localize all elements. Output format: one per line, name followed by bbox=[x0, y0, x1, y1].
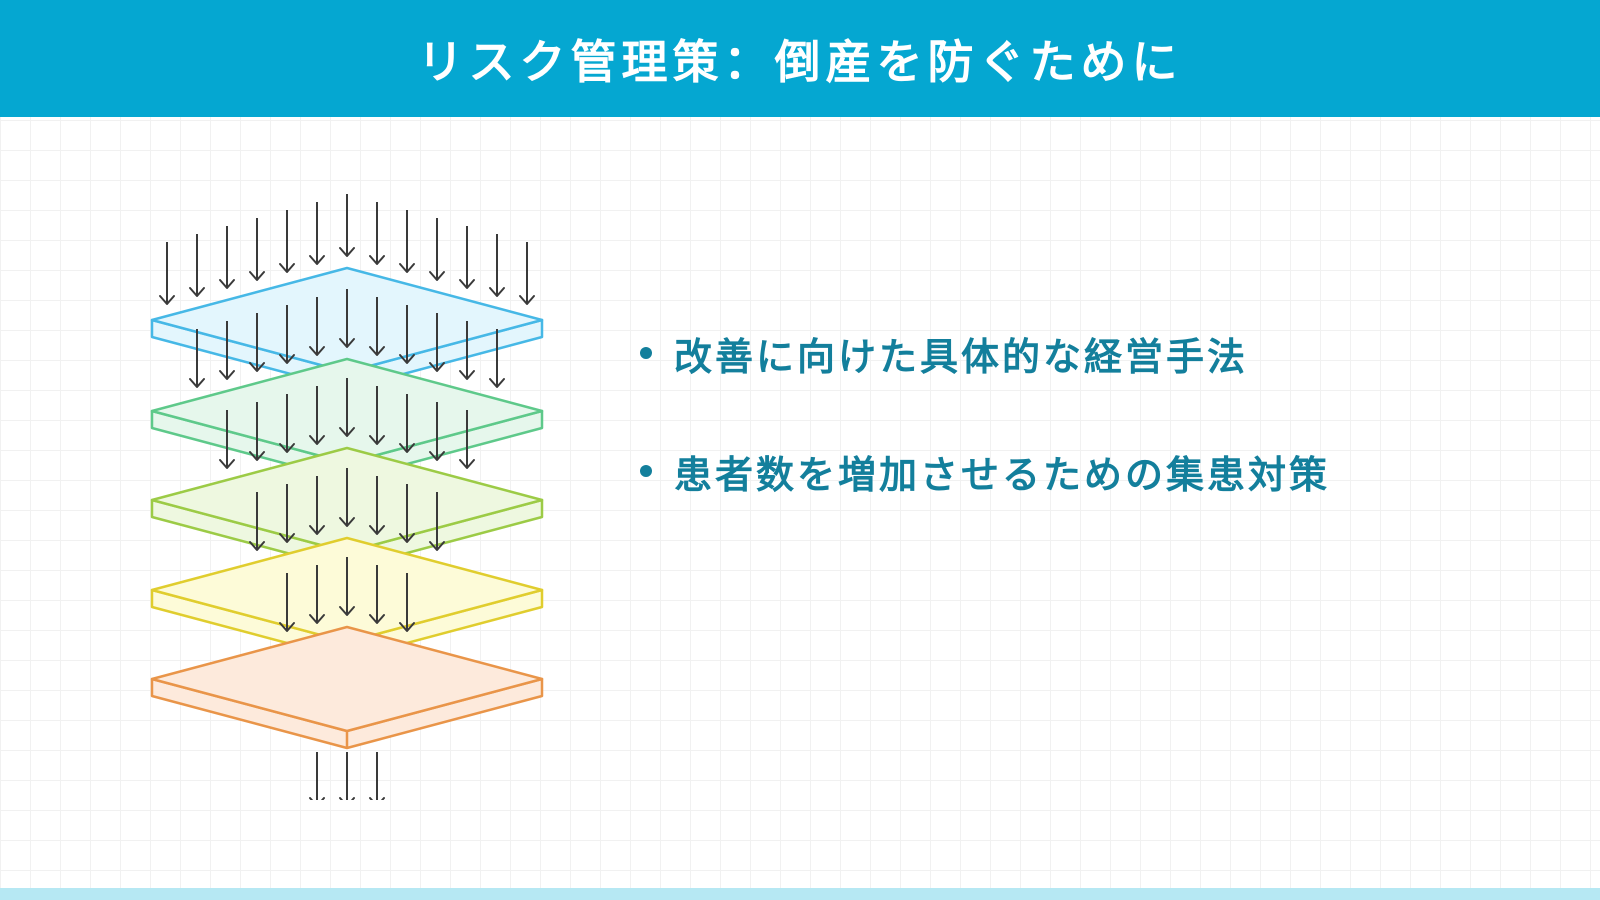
arrow-down-icon bbox=[339, 289, 355, 348]
bullet-dot-icon bbox=[640, 465, 652, 477]
arrow-down-icon bbox=[339, 378, 355, 437]
arrow-down-icon bbox=[399, 484, 415, 543]
arrow-down-icon bbox=[399, 210, 415, 273]
arrow-down-icon bbox=[309, 386, 325, 445]
arrow-down-icon bbox=[219, 410, 235, 469]
arrow-down-icon bbox=[369, 565, 385, 624]
arrow-down-icon bbox=[249, 218, 265, 281]
bottom-bar bbox=[0, 888, 1600, 900]
filter-layer-top bbox=[150, 625, 544, 733]
arrow-down-icon bbox=[309, 476, 325, 535]
arrow-down-icon bbox=[189, 329, 205, 388]
arrow-down-icon bbox=[159, 242, 175, 305]
arrow-down-icon bbox=[339, 468, 355, 527]
arrow-down-icon bbox=[399, 573, 415, 632]
arrow-down-icon bbox=[459, 321, 475, 380]
arrow-down-icon bbox=[339, 557, 355, 616]
arrow-down-icon bbox=[369, 476, 385, 535]
bullet-text: 患者数を増加させるための集患対策 bbox=[674, 452, 1331, 497]
arrow-down-icon bbox=[429, 402, 445, 461]
arrow-down-icon bbox=[429, 492, 445, 551]
arrow-down-icon bbox=[249, 492, 265, 551]
arrow-down-icon bbox=[219, 321, 235, 380]
arrow-down-icon bbox=[219, 226, 235, 289]
arrow-down-icon bbox=[309, 297, 325, 356]
arrow-down-icon bbox=[309, 565, 325, 624]
arrow-down-icon bbox=[369, 202, 385, 265]
arrow-down-icon bbox=[429, 313, 445, 372]
filter-layers bbox=[150, 194, 544, 800]
arrow-down-icon bbox=[279, 305, 295, 364]
arrow-down-icon bbox=[489, 329, 505, 388]
arrow-down-icon bbox=[399, 394, 415, 453]
arrow-down-icon bbox=[279, 484, 295, 543]
arrow-down-icon bbox=[279, 573, 295, 632]
bullet-dot-icon bbox=[640, 347, 652, 359]
arrow-down-icon bbox=[189, 234, 205, 297]
arrow-down-icon bbox=[249, 313, 265, 372]
arrow-down-icon bbox=[339, 752, 355, 800]
layered-filter-diagram bbox=[150, 194, 544, 800]
arrow-down-icon bbox=[279, 210, 295, 273]
arrow-down-icon bbox=[369, 386, 385, 445]
arrow-down-icon bbox=[339, 194, 355, 257]
arrow-down-icon bbox=[399, 305, 415, 364]
arrow-down-icon bbox=[519, 242, 535, 305]
arrow-down-icon bbox=[459, 410, 475, 469]
bullet-item: 患者数を増加させるための集患対策 bbox=[640, 440, 1330, 502]
arrow-down-icon bbox=[369, 297, 385, 356]
arrow-down-icon bbox=[309, 202, 325, 265]
page-title: リスク管理策：倒産を防ぐために bbox=[417, 34, 1183, 89]
arrow-down-icon bbox=[459, 226, 475, 289]
bullet-list: 改善に向けた具体的な経営手法 患者数を増加させるための集患対策 bbox=[640, 322, 1330, 558]
arrow-down-icon bbox=[249, 402, 265, 461]
arrow-down-icon bbox=[309, 752, 325, 800]
arrow-down-icon bbox=[489, 234, 505, 297]
arrow-down-icon bbox=[279, 394, 295, 453]
bullet-item: 改善に向けた具体的な経営手法 bbox=[640, 322, 1330, 384]
title-bar: リスク管理策：倒産を防ぐために bbox=[0, 0, 1600, 117]
arrow-down-icon bbox=[369, 752, 385, 800]
arrow-down-icon bbox=[429, 218, 445, 281]
bullet-text: 改善に向けた具体的な経営手法 bbox=[674, 334, 1249, 379]
